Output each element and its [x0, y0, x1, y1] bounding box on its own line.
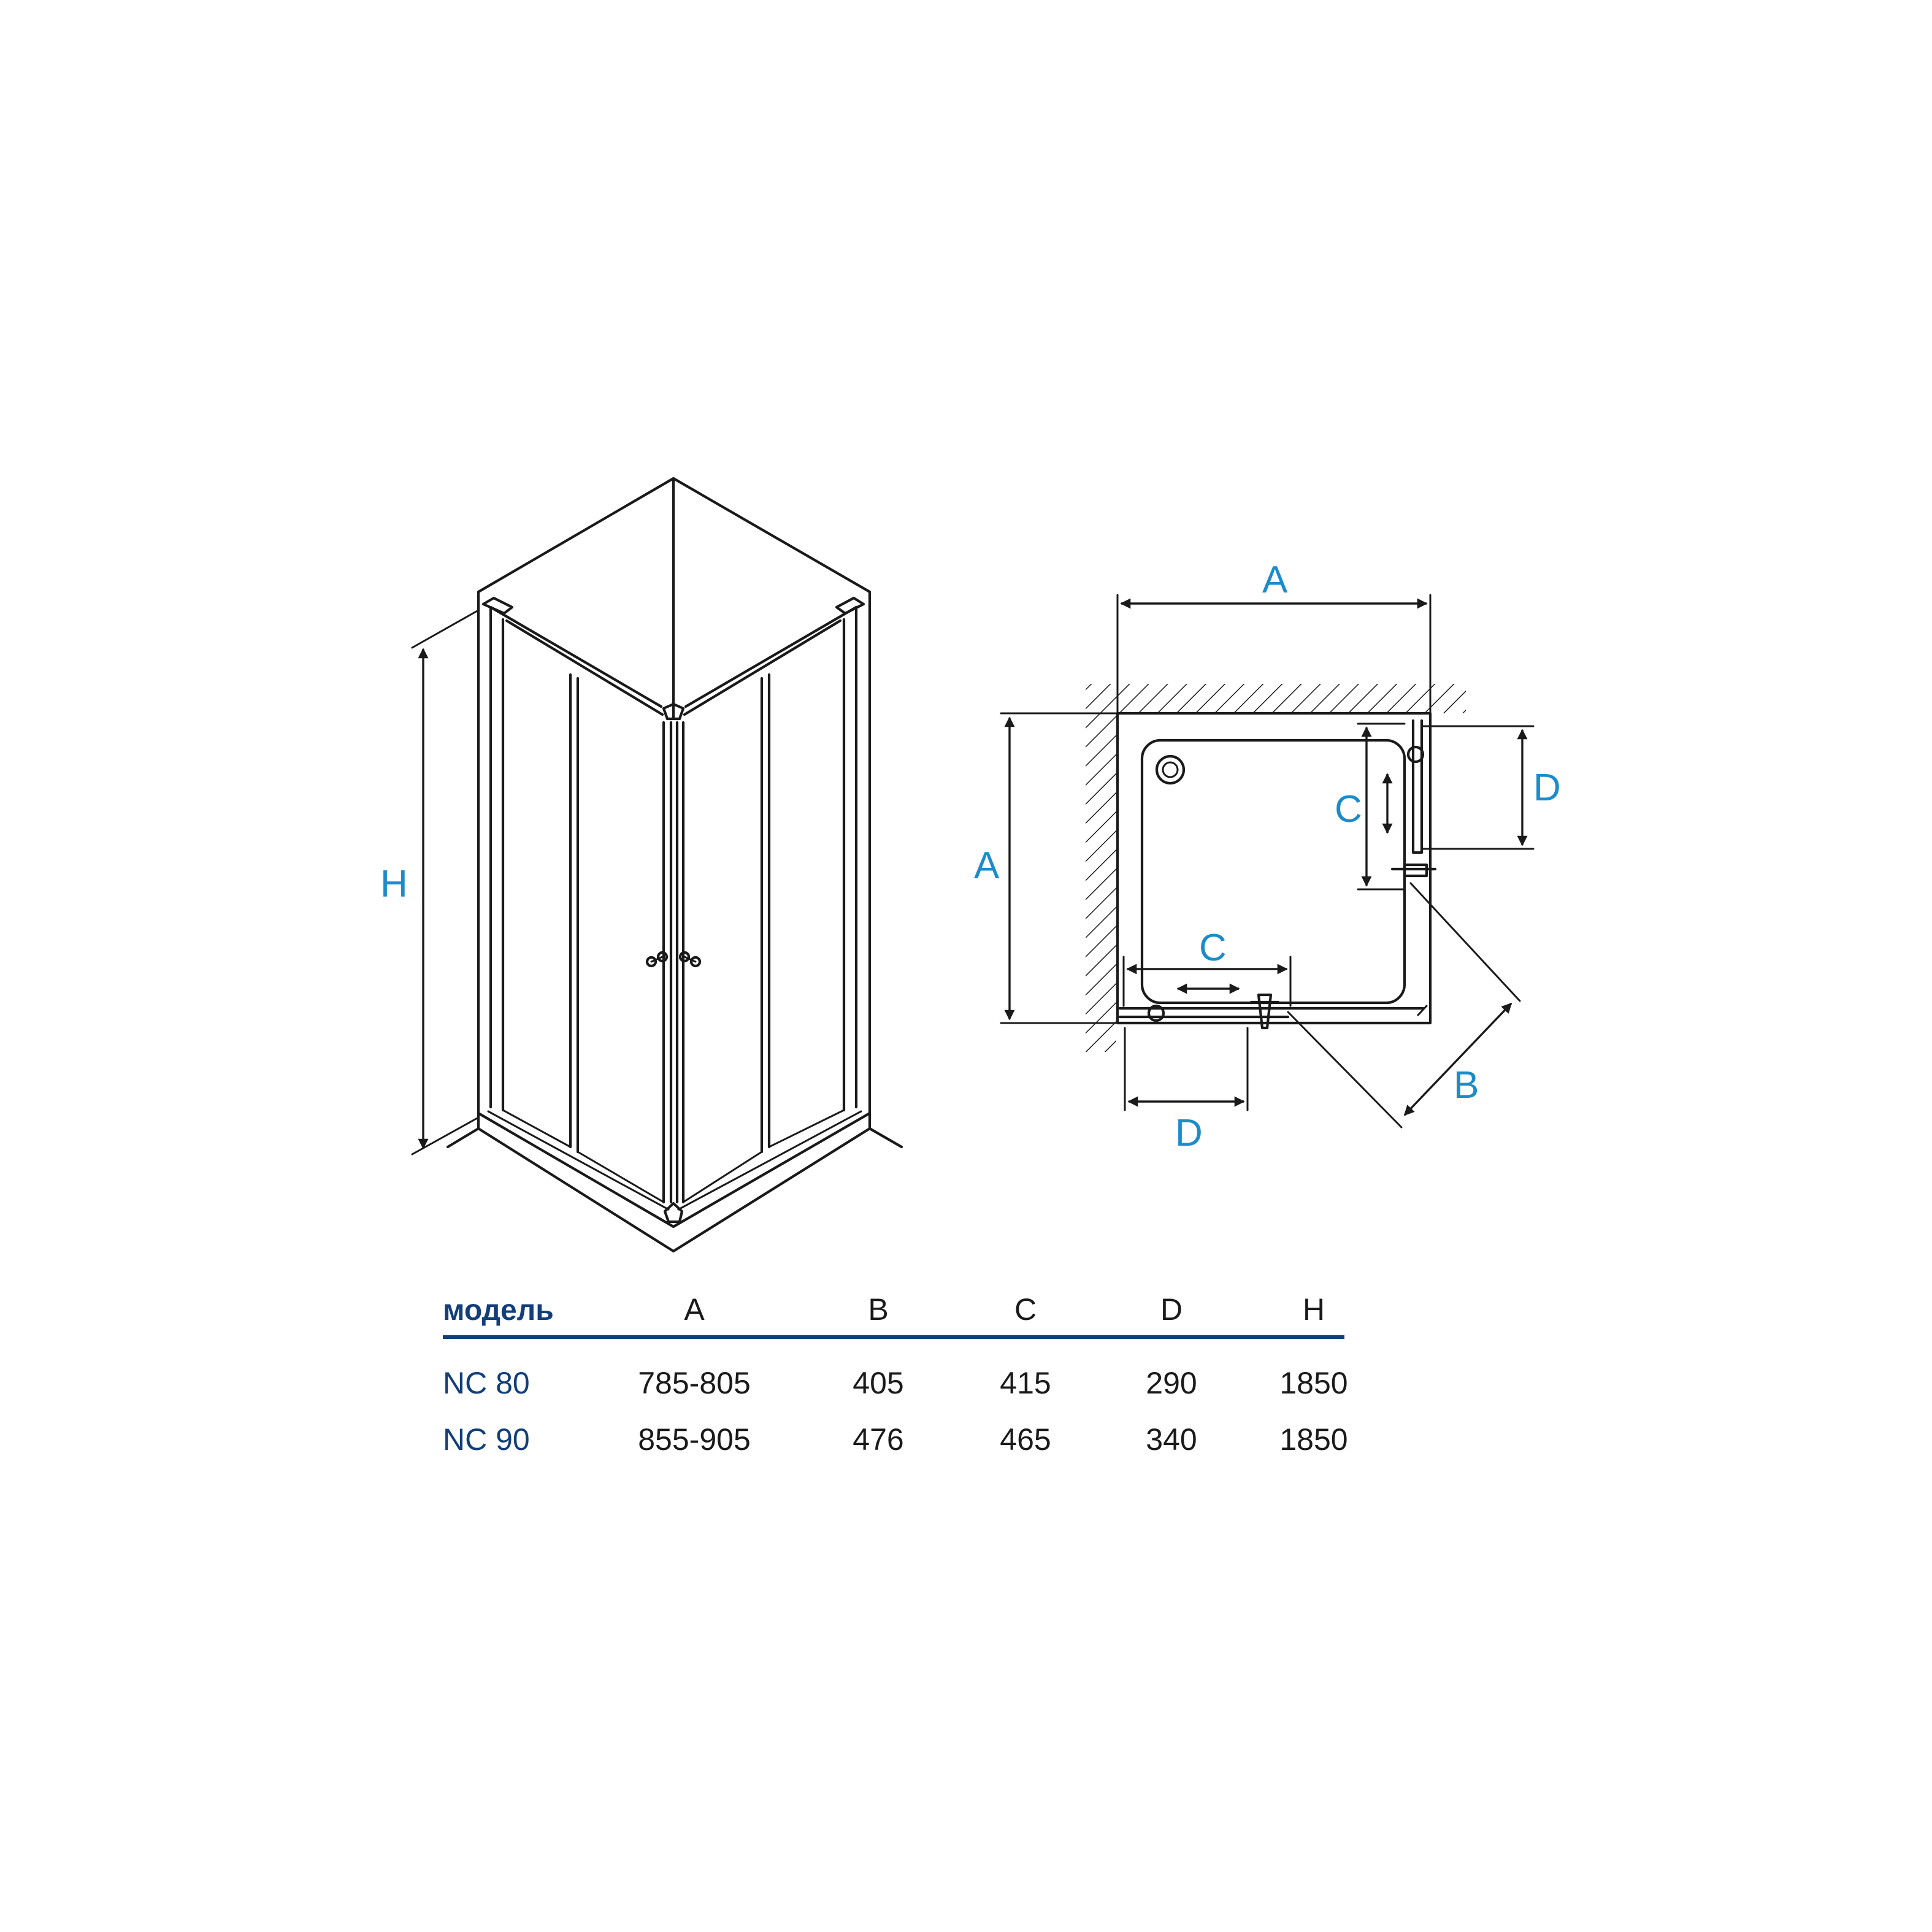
plan-left-a-dimension: A	[974, 712, 1119, 1024]
plan-right-d-label: D	[1533, 767, 1561, 809]
header-d: D	[1160, 1292, 1183, 1327]
door-handle-icon	[645, 951, 702, 968]
iso-right-panels	[675, 605, 858, 1204]
plan-bottom-d-label: D	[1175, 1112, 1203, 1154]
plan-tray-basin	[1140, 738, 1406, 1005]
header-a: A	[684, 1292, 705, 1327]
plan-bottom-door-track	[1118, 993, 1428, 1030]
iso-shower-tray	[446, 1110, 903, 1253]
plan-view: A A D C C D	[974, 559, 1561, 1154]
header-h: H	[1303, 1292, 1325, 1327]
iso-wall-outline	[477, 477, 872, 1130]
table-header-row: модель A B C D H	[443, 1292, 1325, 1327]
row-a: 785-805	[638, 1366, 751, 1400]
plan-top-a-dimension: A	[1116, 559, 1432, 715]
drain-icon	[1155, 754, 1186, 785]
dimensions-table: модель A B C D H NC 80 785-805 405 415 2…	[443, 1292, 1348, 1457]
table-row: NC 80 785-805 405 415 290 1850	[443, 1366, 1348, 1400]
plan-b-dimension: B	[1287, 882, 1521, 1129]
row-c: 415	[1000, 1366, 1051, 1400]
plan-right-door-track	[1390, 719, 1437, 878]
row-a: 855-905	[638, 1422, 751, 1457]
plan-left-a-label: A	[974, 845, 1000, 887]
plan-right-c-dimension: C	[1335, 723, 1406, 891]
row-h: 1850	[1279, 1366, 1347, 1400]
plan-tray-outline	[1116, 711, 1432, 1025]
plan-bottom-d-dimension: D	[1124, 1027, 1249, 1154]
row-b: 476	[853, 1422, 903, 1457]
row-b: 405	[853, 1366, 903, 1400]
table-row: NC 90 855-905 476 465 340 1850	[443, 1422, 1348, 1457]
plan-top-a-label: A	[1262, 559, 1288, 601]
plan-b-label: B	[1454, 1064, 1479, 1106]
plan-bottom-c-label: C	[1199, 927, 1227, 969]
iso-bottom-cap	[663, 1202, 684, 1224]
row-d: 290	[1146, 1366, 1197, 1400]
row-model: NC 90	[443, 1422, 530, 1457]
iso-height-dimension: H	[380, 609, 480, 1156]
header-b: B	[868, 1292, 888, 1327]
plan-bottom-c-dimension: C	[1122, 927, 1292, 1007]
iso-top-rails	[481, 596, 865, 721]
row-h: 1850	[1279, 1422, 1347, 1457]
height-label-h: H	[380, 863, 408, 905]
row-model: NC 80	[443, 1366, 530, 1400]
plan-right-c-label: C	[1335, 788, 1362, 830]
header-c: C	[1014, 1292, 1037, 1327]
iso-left-panels	[489, 605, 673, 1204]
header-model: модель	[443, 1294, 554, 1327]
plan-right-d-dimension: D	[1422, 725, 1561, 850]
row-d: 340	[1146, 1422, 1197, 1457]
left-wall-hatch	[1086, 684, 1116, 1052]
row-c: 465	[1000, 1422, 1051, 1457]
top-wall-hatch	[1086, 684, 1466, 713]
isometric-view: H	[380, 477, 903, 1253]
